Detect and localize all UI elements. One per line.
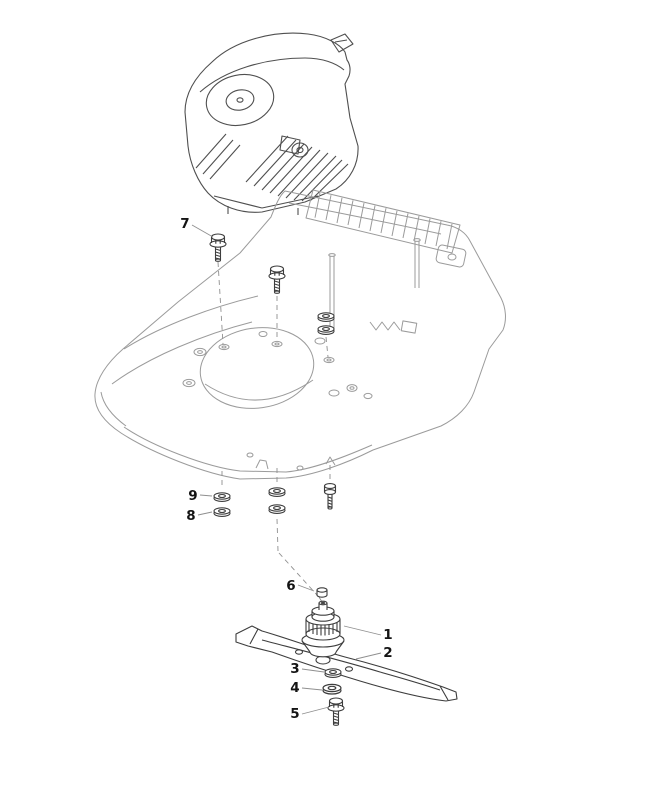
leader-line xyxy=(301,668,325,673)
washer-9 xyxy=(213,492,231,502)
callout-6: 6 xyxy=(286,578,315,594)
deck-outline xyxy=(94,190,506,480)
right-bracket xyxy=(435,244,467,268)
deck-washer-upper xyxy=(317,312,335,322)
blade-outline xyxy=(235,625,458,702)
washer-3 xyxy=(324,668,342,678)
callout-3: 3 xyxy=(290,661,325,677)
deck-illustration xyxy=(94,189,506,480)
callout-label-6: 6 xyxy=(286,578,295,594)
deck-contours xyxy=(100,295,373,473)
callout-7: 7 xyxy=(180,216,214,238)
engine-illustration xyxy=(184,32,359,215)
leader-line xyxy=(301,687,323,691)
washer-center-lower xyxy=(268,504,286,514)
callout-label-8: 8 xyxy=(186,508,195,524)
guide-rods xyxy=(328,238,421,331)
blade-fasteners xyxy=(322,668,345,726)
callout-8: 8 xyxy=(186,508,213,524)
blade-opening xyxy=(199,327,315,409)
callout-1: 1 xyxy=(343,625,393,643)
edge-notches xyxy=(246,452,336,471)
callout-label-1: 1 xyxy=(383,627,392,643)
engine-base xyxy=(213,195,319,215)
callout-9: 9 xyxy=(188,488,213,504)
blade-hole-left xyxy=(294,649,304,655)
callout-label-5: 5 xyxy=(290,706,299,722)
washer-center-upper xyxy=(268,487,286,497)
upper-fasteners xyxy=(209,233,335,335)
spring-detail xyxy=(369,320,418,334)
leader-line xyxy=(197,511,213,516)
leader-line xyxy=(301,706,330,715)
washer-8 xyxy=(213,507,231,517)
callout-label-7: 7 xyxy=(180,216,189,232)
leader-line xyxy=(191,224,214,238)
callout-5: 5 xyxy=(290,706,330,722)
blade-folds xyxy=(249,628,449,701)
deck-top-edge xyxy=(288,202,442,235)
leader-line xyxy=(297,584,315,592)
engine-fins xyxy=(195,133,349,202)
woodruff-key-6 xyxy=(316,587,328,598)
callout-label-4: 4 xyxy=(290,680,299,696)
mounting-bosses xyxy=(218,340,335,364)
leader-line xyxy=(355,652,382,660)
recoil-starter xyxy=(205,73,275,127)
callouts: 7 9 8 6 1 2 3 4 xyxy=(180,216,392,722)
carburetor xyxy=(279,135,309,158)
blade-hole-right xyxy=(344,666,354,672)
deck-bolt-middle xyxy=(268,265,286,294)
washer-4 xyxy=(322,683,342,695)
fuel-cap xyxy=(330,33,354,53)
deck-holes xyxy=(182,331,373,400)
deck-washer-lower xyxy=(317,325,335,335)
bolt-center xyxy=(323,483,337,510)
callout-label-3: 3 xyxy=(290,661,299,677)
blade-bolt-5 xyxy=(327,697,345,726)
leader-line xyxy=(343,625,382,636)
alignment-dashed-lines xyxy=(217,261,331,603)
deck-bolt-7 xyxy=(209,233,227,262)
callout-label-2: 2 xyxy=(383,645,392,661)
engine-body xyxy=(184,32,359,213)
rear-panel xyxy=(305,189,461,254)
leader-line xyxy=(199,494,213,497)
callout-4: 4 xyxy=(290,680,323,696)
blade-2 xyxy=(235,625,458,702)
engine-shroud-line xyxy=(199,57,345,93)
callout-2: 2 xyxy=(355,645,393,661)
callout-label-9: 9 xyxy=(188,488,197,504)
lower-fasteners xyxy=(213,483,337,517)
blade-hub-1 xyxy=(301,600,345,658)
hub-ribs xyxy=(308,621,338,636)
